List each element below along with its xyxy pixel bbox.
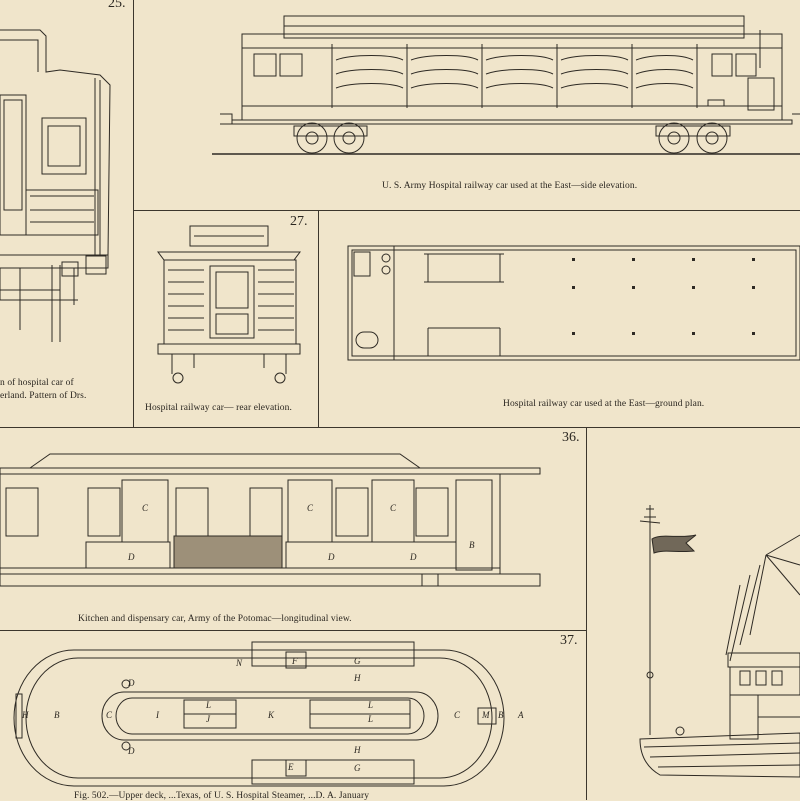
fig37-number: 37. [560,633,578,648]
deck-label-h-top: H [354,673,361,683]
divider-horizontal-lower [0,630,586,631]
kitchen-label-c3: C [390,503,397,513]
divider-horizontal-middle [0,427,800,428]
divider-vertical-fig27 [318,210,319,427]
deck-label-f: F [292,656,298,666]
deck-label-h-bottom: H [354,745,361,755]
fig36-number: 36. [562,430,580,445]
deck-label-h-left: H [22,710,29,720]
kitchen-label-d1: D [128,552,135,562]
steamer-drawing [639,505,800,778]
left-caption-line1: n of hospital car of [0,378,74,388]
kitchen-label-d3: D [410,552,417,562]
kitchen-label-c1: C [142,503,149,513]
fig27-number: 27. [290,214,308,229]
deck-label-n: N [236,658,243,668]
kitchen-label-b: B [469,540,475,550]
deck-label-i: I [156,710,159,720]
deck-label-b-left: B [54,710,60,720]
fig26-caption: U. S. Army Hospital railway car used at … [382,181,638,191]
deck-label-e: E [288,762,294,772]
fig27-caption: Hospital railway car— rear elevation. [145,403,292,413]
deck-label-l1: L [206,700,212,710]
fig25-car-section-drawing [0,29,111,342]
fig27-rear-elevation-drawing [157,225,301,384]
deck-label-m: M [482,710,490,720]
fig28-caption: Hospital railway car used at the East—gr… [503,399,705,409]
fig37-deck-plan-drawing [13,641,505,787]
deck-label-k: K [268,710,275,720]
divider-vertical-right [586,427,587,800]
left-caption-line2: erland. Pattern of Drs. [0,391,87,401]
deck-label-l2: L [368,700,374,710]
deck-label-g-top: G [354,656,361,666]
deck-label-a: A [518,710,524,720]
fig36-kitchen-car-drawing [0,453,541,587]
divider-horizontal-top [133,210,800,211]
fig37-caption: Fig. 502.—Upper deck, ...Texas, of U. S.… [74,791,370,801]
kitchen-label-c2: C [307,503,314,513]
deck-label-b-right: B [498,710,504,720]
deck-label-l3: L [368,714,374,724]
kitchen-label-d2: D [328,552,335,562]
deck-label-c-right: C [454,710,461,720]
fig26-side-elevation-drawing [212,15,800,155]
fig28-ground-plan-drawing [347,245,800,361]
fig25-number: 25. [108,0,126,11]
deck-label-c-left: C [106,710,113,720]
deck-label-d-bottom: D [128,746,135,756]
deck-label-j: J [206,714,210,724]
deck-label-g-bottom: G [354,763,361,773]
deck-label-d-top: D [128,678,135,688]
fig36-caption: Kitchen and dispensary car, Army of the … [78,614,352,624]
divider-vertical-left-top [133,0,134,427]
